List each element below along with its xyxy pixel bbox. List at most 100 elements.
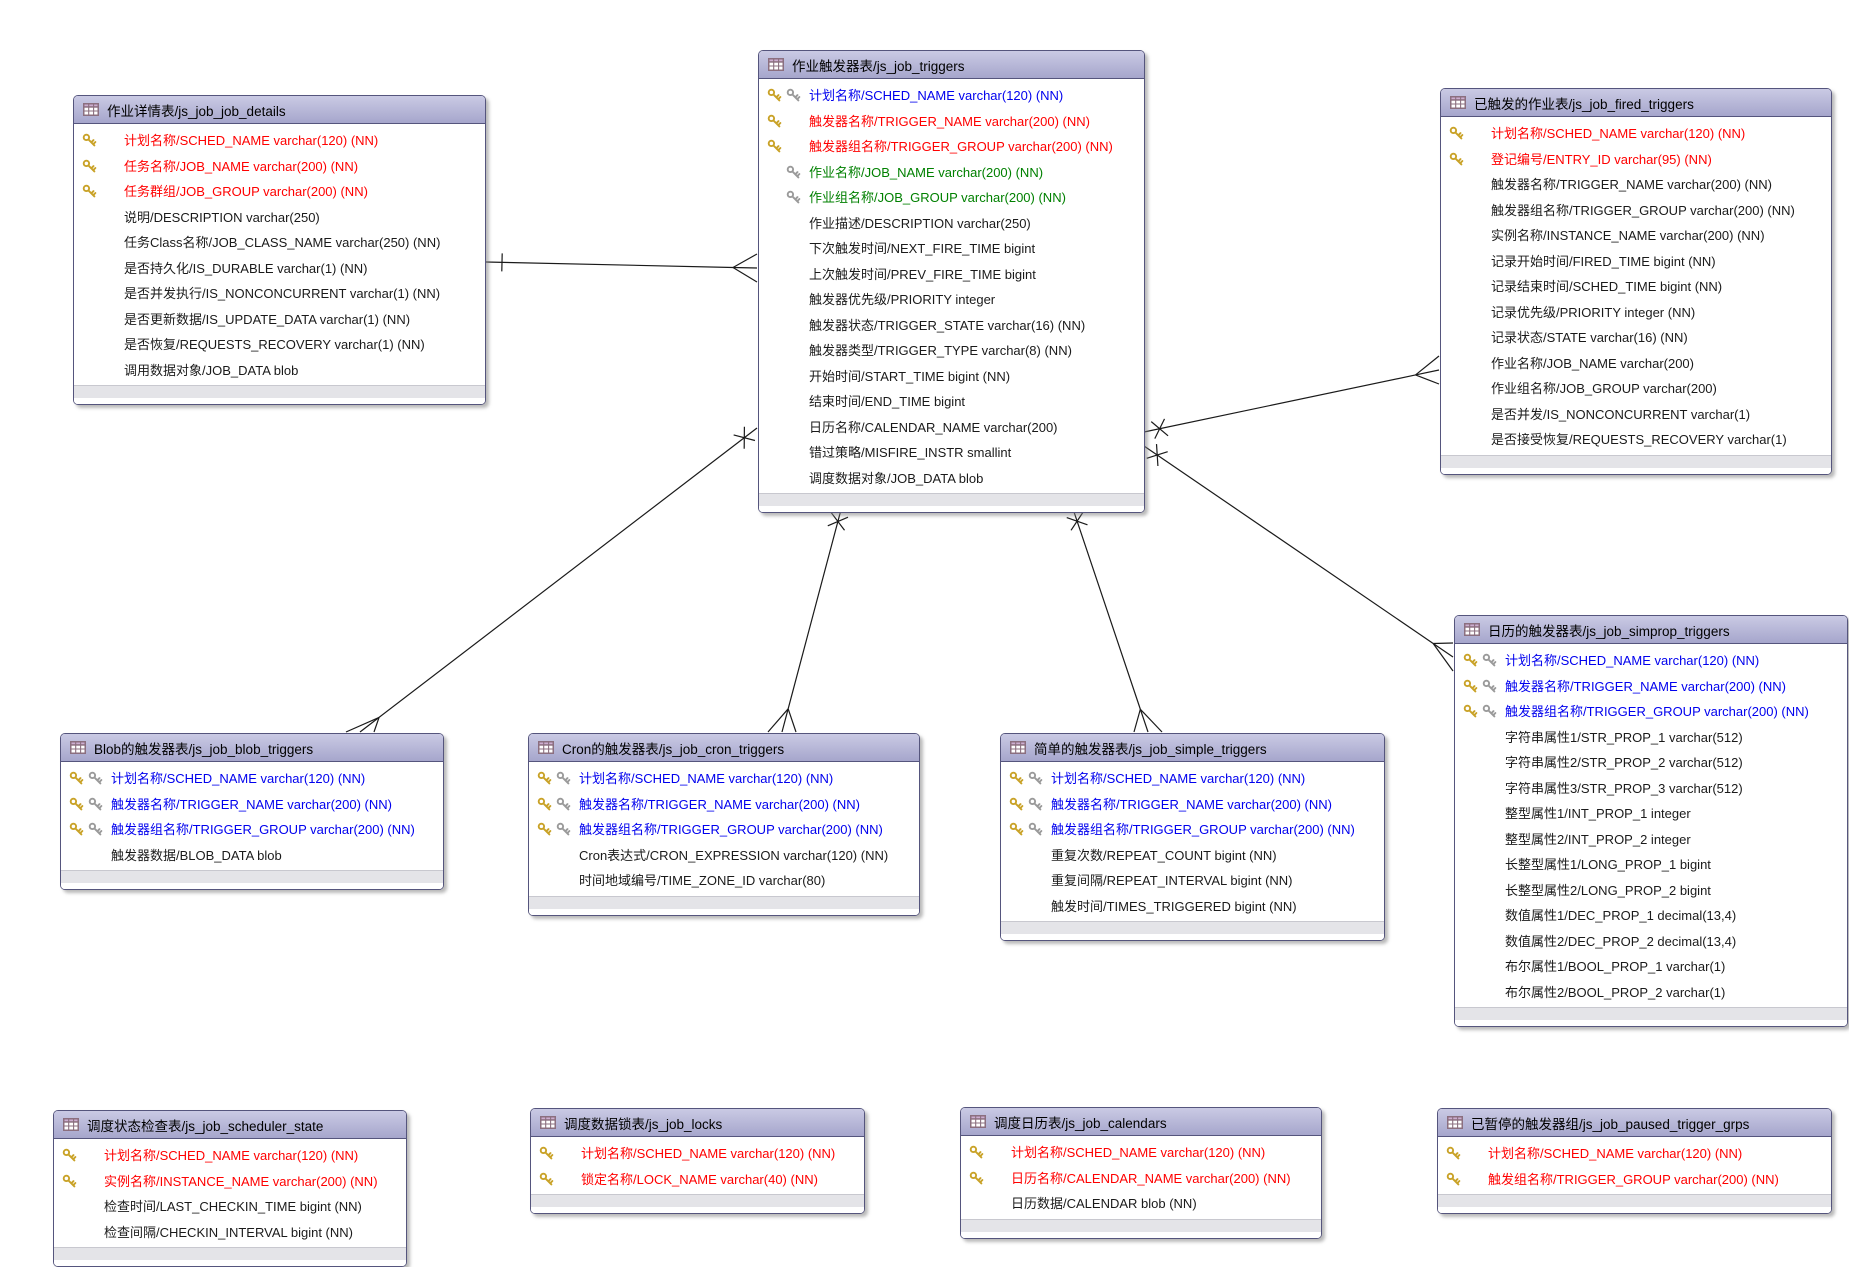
field-row[interactable]: 触发器数据/BLOB_DATA blob bbox=[61, 842, 443, 868]
field-row[interactable]: 计划名称/SCHED_NAME varchar(120) (NN) bbox=[1001, 765, 1384, 791]
table-header-js_job_fired_triggers[interactable]: 已触发的作业表/js_job_fired_triggers bbox=[1441, 89, 1831, 117]
entity-table-js_job_fired_triggers[interactable]: 已触发的作业表/js_job_fired_triggers 计划名称/SCHED_… bbox=[1440, 88, 1832, 475]
field-row[interactable]: 日历名称/CALENDAR_NAME varchar(200) (NN) bbox=[961, 1165, 1321, 1191]
field-row[interactable]: 触发器组名称/TRIGGER_GROUP varchar(200) (NN) bbox=[529, 816, 919, 842]
field-row[interactable]: 记录开始时间/FIRED_TIME bigint (NN) bbox=[1441, 248, 1831, 274]
field-row[interactable]: 触发器名称/TRIGGER_NAME varchar(200) (NN) bbox=[1441, 171, 1831, 197]
field-row[interactable]: 布尔属性1/BOOL_PROP_1 varchar(1) bbox=[1455, 953, 1847, 979]
field-row[interactable]: 结束时间/END_TIME bigint bbox=[759, 388, 1144, 414]
field-row[interactable]: 字符串属性2/STR_PROP_2 varchar(512) bbox=[1455, 749, 1847, 775]
field-row[interactable]: 时间地域编号/TIME_ZONE_ID varchar(80) bbox=[529, 867, 919, 893]
field-row[interactable]: 计划名称/SCHED_NAME varchar(120) (NN) bbox=[531, 1140, 864, 1166]
field-row[interactable]: 作业描述/DESCRIPTION varchar(250) bbox=[759, 210, 1144, 236]
entity-table-js_job_simprop_triggers[interactable]: 日历的触发器表/js_job_simprop_triggers 计划名称/SCHE… bbox=[1454, 615, 1848, 1027]
field-row[interactable]: 计划名称/SCHED_NAME varchar(120) (NN) bbox=[1438, 1140, 1831, 1166]
field-row[interactable]: 开始时间/START_TIME bigint (NN) bbox=[759, 363, 1144, 389]
field-row[interactable]: 是否并发/IS_NONCONCURRENT varchar(1) bbox=[1441, 401, 1831, 427]
field-row[interactable]: 字符串属性3/STR_PROP_3 varchar(512) bbox=[1455, 775, 1847, 801]
entity-table-js_job_triggers[interactable]: 作业触发器表/js_job_triggers 计划名称/SCHED_NAME va… bbox=[758, 50, 1145, 513]
field-row[interactable]: 任务群组/JOB_GROUP varchar(200) (NN) bbox=[74, 178, 485, 204]
field-row[interactable]: 实例名称/INSTANCE_NAME varchar(200) (NN) bbox=[54, 1168, 406, 1194]
field-row[interactable]: 布尔属性2/BOOL_PROP_2 varchar(1) bbox=[1455, 979, 1847, 1005]
field-row[interactable]: 作业名称/JOB_NAME varchar(200) bbox=[1441, 350, 1831, 376]
field-row[interactable]: 触发器组名称/TRIGGER_GROUP varchar(200) (NN) bbox=[61, 816, 443, 842]
field-row[interactable]: 触发器名称/TRIGGER_NAME varchar(200) (NN) bbox=[61, 791, 443, 817]
field-row[interactable]: 计划名称/SCHED_NAME varchar(120) (NN) bbox=[54, 1142, 406, 1168]
entity-table-js_job_locks[interactable]: 调度数据锁表/js_job_locks 计划名称/SCHED_NAME varch… bbox=[530, 1108, 865, 1214]
field-row[interactable]: 作业组名称/JOB_GROUP varchar(200) bbox=[1441, 375, 1831, 401]
field-row[interactable]: 日历名称/CALENDAR_NAME varchar(200) bbox=[759, 414, 1144, 440]
field-row[interactable]: 触发器优先级/PRIORITY integer bbox=[759, 286, 1144, 312]
field-row[interactable]: 是否恢复/REQUESTS_RECOVERY varchar(1) (NN) bbox=[74, 331, 485, 357]
field-row[interactable]: 触发时间/TIMES_TRIGGERED bigint (NN) bbox=[1001, 893, 1384, 919]
field-row[interactable]: 是否更新数据/IS_UPDATE_DATA varchar(1) (NN) bbox=[74, 306, 485, 332]
field-row[interactable]: 是否接受恢复/REQUESTS_RECOVERY varchar(1) bbox=[1441, 426, 1831, 452]
entity-table-js_job_cron_triggers[interactable]: Cron的触发器表/js_job_cron_triggers 计划名称/SCHED… bbox=[528, 733, 920, 916]
table-header-js_job_blob_triggers[interactable]: Blob的触发器表/js_job_blob_triggers bbox=[61, 734, 443, 762]
table-header-js_job_locks[interactable]: 调度数据锁表/js_job_locks bbox=[531, 1109, 864, 1137]
field-row[interactable]: 触发器状态/TRIGGER_STATE varchar(16) (NN) bbox=[759, 312, 1144, 338]
field-row[interactable]: 作业组名称/JOB_GROUP varchar(200) (NN) bbox=[759, 184, 1144, 210]
field-row[interactable]: 错过策略/MISFIRE_INSTR smallint bbox=[759, 439, 1144, 465]
field-row[interactable]: 触发器名称/TRIGGER_NAME varchar(200) (NN) bbox=[529, 791, 919, 817]
field-row[interactable]: 记录结束时间/SCHED_TIME bigint (NN) bbox=[1441, 273, 1831, 299]
field-row[interactable]: 调度数据对象/JOB_DATA blob bbox=[759, 465, 1144, 491]
field-row[interactable]: 数值属性2/DEC_PROP_2 decimal(13,4) bbox=[1455, 928, 1847, 954]
field-row[interactable]: 计划名称/SCHED_NAME varchar(120) (NN) bbox=[759, 82, 1144, 108]
field-row[interactable]: 作业名称/JOB_NAME varchar(200) (NN) bbox=[759, 159, 1144, 185]
entity-table-js_job_calendars[interactable]: 调度日历表/js_job_calendars 计划名称/SCHED_NAME va… bbox=[960, 1107, 1322, 1239]
field-row[interactable]: 计划名称/SCHED_NAME varchar(120) (NN) bbox=[61, 765, 443, 791]
field-row[interactable]: 触发组名称/TRIGGER_GROUP varchar(200) (NN) bbox=[1438, 1166, 1831, 1192]
entity-table-js_job_simple_triggers[interactable]: 简单的触发器表/js_job_simple_triggers 计划名称/SCHED… bbox=[1000, 733, 1385, 941]
field-row[interactable]: 实例名称/INSTANCE_NAME varchar(200) (NN) bbox=[1441, 222, 1831, 248]
field-row[interactable]: 检查时间/LAST_CHECKIN_TIME bigint (NN) bbox=[54, 1193, 406, 1219]
field-row[interactable]: 是否并发执行/IS_NONCONCURRENT varchar(1) (NN) bbox=[74, 280, 485, 306]
table-header-js_job_paused_trigger_grps[interactable]: 已暂停的触发器组/js_job_paused_trigger_grps bbox=[1438, 1109, 1831, 1137]
field-row[interactable]: 计划名称/SCHED_NAME varchar(120) (NN) bbox=[529, 765, 919, 791]
field-row[interactable]: 记录状态/STATE varchar(16) (NN) bbox=[1441, 324, 1831, 350]
entity-table-js_job_job_details[interactable]: 作业详情表/js_job_job_details 计划名称/SCHED_NAME … bbox=[73, 95, 486, 405]
field-row[interactable]: 登记编号/ENTRY_ID varchar(95) (NN) bbox=[1441, 146, 1831, 172]
field-row[interactable]: 计划名称/SCHED_NAME varchar(120) (NN) bbox=[1441, 120, 1831, 146]
field-row[interactable]: Cron表达式/CRON_EXPRESSION varchar(120) (NN… bbox=[529, 842, 919, 868]
field-row[interactable]: 是否持久化/IS_DURABLE varchar(1) (NN) bbox=[74, 255, 485, 281]
field-row[interactable]: 上次触发时间/PREV_FIRE_TIME bigint bbox=[759, 261, 1144, 287]
field-row[interactable]: 数值属性1/DEC_PROP_1 decimal(13,4) bbox=[1455, 902, 1847, 928]
entity-table-js_job_paused_trigger_grps[interactable]: 已暂停的触发器组/js_job_paused_trigger_grps 计划名称/… bbox=[1437, 1108, 1832, 1214]
field-row[interactable]: 任务名称/JOB_NAME varchar(200) (NN) bbox=[74, 153, 485, 179]
table-header-js_job_scheduler_state[interactable]: 调度状态检查表/js_job_scheduler_state bbox=[54, 1111, 406, 1139]
field-row[interactable]: 触发器组名称/TRIGGER_GROUP varchar(200) (NN) bbox=[759, 133, 1144, 159]
field-row[interactable]: 重复间隔/REPEAT_INTERVAL bigint (NN) bbox=[1001, 867, 1384, 893]
field-row[interactable]: 触发器名称/TRIGGER_NAME varchar(200) (NN) bbox=[1001, 791, 1384, 817]
field-row[interactable]: 计划名称/SCHED_NAME varchar(120) (NN) bbox=[961, 1139, 1321, 1165]
field-row[interactable]: 字符串属性1/STR_PROP_1 varchar(512) bbox=[1455, 724, 1847, 750]
field-row[interactable]: 长整型属性2/LONG_PROP_2 bigint bbox=[1455, 877, 1847, 903]
field-row[interactable]: 触发器类型/TRIGGER_TYPE varchar(8) (NN) bbox=[759, 337, 1144, 363]
field-row[interactable]: 触发器名称/TRIGGER_NAME varchar(200) (NN) bbox=[759, 108, 1144, 134]
field-row[interactable]: 计划名称/SCHED_NAME varchar(120) (NN) bbox=[74, 127, 485, 153]
table-header-js_job_triggers[interactable]: 作业触发器表/js_job_triggers bbox=[759, 51, 1144, 79]
field-row[interactable]: 检查间隔/CHECKIN_INTERVAL bigint (NN) bbox=[54, 1219, 406, 1245]
field-row[interactable]: 触发器组名称/TRIGGER_GROUP varchar(200) (NN) bbox=[1441, 197, 1831, 223]
field-row[interactable]: 触发器组名称/TRIGGER_GROUP varchar(200) (NN) bbox=[1001, 816, 1384, 842]
entity-table-js_job_scheduler_state[interactable]: 调度状态检查表/js_job_scheduler_state 计划名称/SCHED… bbox=[53, 1110, 407, 1267]
field-row[interactable]: 说明/DESCRIPTION varchar(250) bbox=[74, 204, 485, 230]
field-row[interactable]: 触发器组名称/TRIGGER_GROUP varchar(200) (NN) bbox=[1455, 698, 1847, 724]
field-row[interactable]: 调用数据对象/JOB_DATA blob bbox=[74, 357, 485, 383]
entity-table-js_job_blob_triggers[interactable]: Blob的触发器表/js_job_blob_triggers 计划名称/SCHED… bbox=[60, 733, 444, 890]
field-row[interactable]: 记录优先级/PRIORITY integer (NN) bbox=[1441, 299, 1831, 325]
field-row[interactable]: 触发器名称/TRIGGER_NAME varchar(200) (NN) bbox=[1455, 673, 1847, 699]
field-row[interactable]: 计划名称/SCHED_NAME varchar(120) (NN) bbox=[1455, 647, 1847, 673]
table-header-js_job_calendars[interactable]: 调度日历表/js_job_calendars bbox=[961, 1108, 1321, 1136]
table-header-js_job_simple_triggers[interactable]: 简单的触发器表/js_job_simple_triggers bbox=[1001, 734, 1384, 762]
field-row[interactable]: 锁定名称/LOCK_NAME varchar(40) (NN) bbox=[531, 1166, 864, 1192]
field-row[interactable]: 整型属性1/INT_PROP_1 integer bbox=[1455, 800, 1847, 826]
field-row[interactable]: 长整型属性1/LONG_PROP_1 bigint bbox=[1455, 851, 1847, 877]
table-header-js_job_job_details[interactable]: 作业详情表/js_job_job_details bbox=[74, 96, 485, 124]
field-row[interactable]: 重复次数/REPEAT_COUNT bigint (NN) bbox=[1001, 842, 1384, 868]
field-row[interactable]: 下次触发时间/NEXT_FIRE_TIME bigint bbox=[759, 235, 1144, 261]
table-header-js_job_cron_triggers[interactable]: Cron的触发器表/js_job_cron_triggers bbox=[529, 734, 919, 762]
table-header-js_job_simprop_triggers[interactable]: 日历的触发器表/js_job_simprop_triggers bbox=[1455, 616, 1847, 644]
field-row[interactable]: 整型属性2/INT_PROP_2 integer bbox=[1455, 826, 1847, 852]
field-row[interactable]: 日历数据/CALENDAR blob (NN) bbox=[961, 1190, 1321, 1216]
